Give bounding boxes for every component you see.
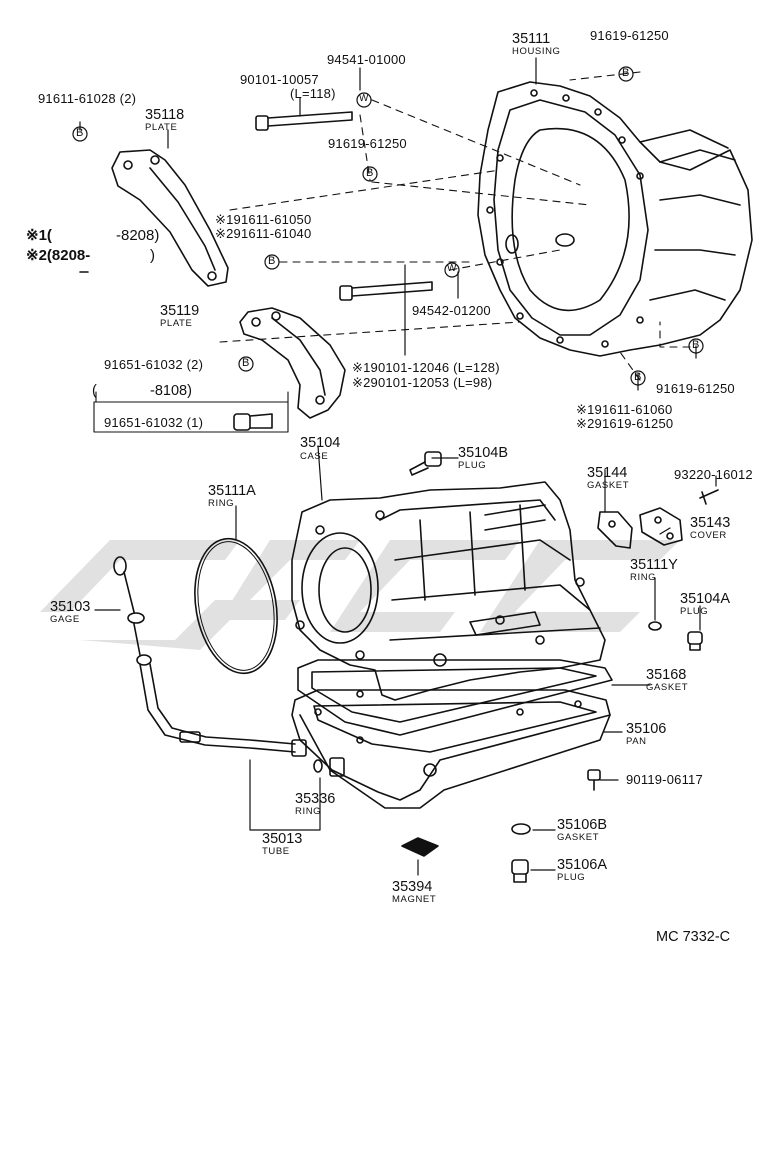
part-name: PAN bbox=[626, 736, 647, 747]
plug-35104b bbox=[409, 451, 442, 476]
dashed-leaders bbox=[219, 71, 691, 381]
part-name: GASKET bbox=[646, 682, 689, 693]
bolt-90119 bbox=[587, 769, 601, 791]
part-name: HOUSING bbox=[512, 46, 561, 57]
fastener-number: (L=118) bbox=[290, 86, 336, 101]
note-3: ( bbox=[92, 383, 97, 399]
plate-35119 bbox=[239, 307, 346, 419]
part-name: PLUG bbox=[557, 872, 586, 883]
part-name: GASKET bbox=[587, 480, 630, 491]
bolt-93220 bbox=[699, 489, 719, 505]
part-name: GAGE bbox=[50, 614, 80, 625]
part-number: 35104 bbox=[300, 435, 341, 451]
fastener-number: ※290101-12053 (L=98) bbox=[352, 375, 493, 390]
part-name: RING bbox=[295, 806, 322, 817]
plug-35106a bbox=[511, 859, 529, 883]
fastener-number: 91619-61250 bbox=[328, 136, 407, 151]
part-number: 35013 bbox=[262, 831, 303, 847]
fastener-number: ※191611-61060 bbox=[576, 402, 673, 417]
gasket-35106b bbox=[511, 823, 531, 835]
fastener-number: 91611-61028 (2) bbox=[38, 91, 137, 106]
case-part bbox=[291, 481, 606, 701]
magnet-35394 bbox=[401, 837, 439, 857]
part-number: 35168 bbox=[646, 667, 687, 683]
note-2: ※2(8208- bbox=[26, 247, 91, 264]
part-number: 35336 bbox=[295, 791, 336, 807]
marker-b-7: B bbox=[634, 371, 642, 383]
part-number: 35104B bbox=[458, 445, 508, 461]
fastener-number: ※291619-61250 bbox=[576, 416, 674, 431]
gasket-35168 bbox=[297, 659, 613, 736]
part-name: RING bbox=[208, 498, 235, 509]
housing-part bbox=[477, 81, 753, 357]
fastener-number: ※191611-61050 bbox=[215, 212, 312, 227]
fastener-number: 91619-61250 bbox=[656, 381, 735, 396]
gasket-35144 bbox=[597, 511, 633, 549]
tube-35013 bbox=[139, 663, 345, 777]
fastener-number: 90101-10057 bbox=[240, 72, 319, 87]
part-number: 35106B bbox=[557, 817, 607, 833]
note-2-close: ) bbox=[150, 247, 155, 264]
gage-dipstick bbox=[113, 556, 152, 666]
plug-35104a bbox=[687, 631, 703, 651]
note-1-range: -8208) bbox=[116, 227, 160, 244]
marker-w-1: W bbox=[359, 93, 369, 104]
fastener-number: 91651-61032 (2) bbox=[104, 357, 204, 372]
fastener-number: ※190101-12046 (L=128) bbox=[352, 360, 500, 375]
ring-35111a bbox=[194, 537, 278, 675]
marker-b-1: B bbox=[76, 127, 84, 139]
bolt-91651 bbox=[233, 413, 273, 431]
part-name: PLUG bbox=[458, 460, 487, 471]
marker-b-3: B bbox=[366, 167, 374, 179]
part-number: 35111A bbox=[208, 483, 256, 499]
note-3-range: -8108) bbox=[150, 383, 192, 399]
leader-lines bbox=[79, 57, 717, 876]
part-number: 35103 bbox=[50, 599, 91, 615]
part-number: 35118 bbox=[145, 107, 185, 123]
part-number: 35106 bbox=[626, 721, 667, 737]
part-name: TUBE bbox=[262, 846, 290, 857]
fastener-number: ※291611-61040 bbox=[215, 226, 312, 241]
marker-w-2: W bbox=[447, 263, 457, 274]
diagram-code: MC 7332-C bbox=[656, 929, 731, 945]
part-number: 35119 bbox=[160, 303, 200, 319]
fastener-number: 94542-01200 bbox=[412, 303, 491, 318]
fastener-number: 93220-16012 bbox=[674, 467, 753, 482]
cover-35143 bbox=[639, 507, 683, 546]
part-name: RING bbox=[630, 572, 657, 583]
part-number: 35143 bbox=[690, 515, 731, 531]
ring-35111y bbox=[648, 621, 662, 631]
part-name: PLUG bbox=[680, 606, 709, 617]
marker-b-6: B bbox=[692, 339, 700, 351]
note-box bbox=[93, 401, 289, 433]
fastener-number: 91619-61250 bbox=[590, 28, 669, 43]
part-name: CASE bbox=[300, 451, 329, 462]
bolt-long bbox=[255, 111, 433, 301]
marker-circles bbox=[72, 66, 704, 386]
part-number: 35106A bbox=[557, 857, 607, 873]
part-name: COVER bbox=[690, 530, 727, 541]
part-name: GASKET bbox=[557, 832, 600, 843]
marker-b-2: B bbox=[622, 67, 630, 79]
part-number: 35111Y bbox=[630, 557, 678, 573]
part-number: 35144 bbox=[587, 465, 628, 481]
part-number: 35104A bbox=[680, 591, 730, 607]
fastener-number: 94541-01000 bbox=[327, 52, 406, 67]
fastener-number: 90119-06117 bbox=[626, 772, 703, 787]
part-name: PLATE bbox=[145, 122, 178, 133]
part-name: PLATE bbox=[160, 318, 193, 329]
part-number: 35111 bbox=[512, 31, 551, 47]
fastener-number: 91651-61032 (1) bbox=[104, 415, 204, 430]
marker-b-5: B bbox=[242, 357, 250, 369]
part-number: 35394 bbox=[392, 879, 433, 895]
part-name: MAGNET bbox=[392, 894, 437, 905]
pan-35106 bbox=[291, 689, 611, 809]
marker-b-4: B bbox=[268, 255, 276, 267]
note-1: ※1( bbox=[26, 227, 52, 244]
plate-35118 bbox=[111, 149, 229, 287]
